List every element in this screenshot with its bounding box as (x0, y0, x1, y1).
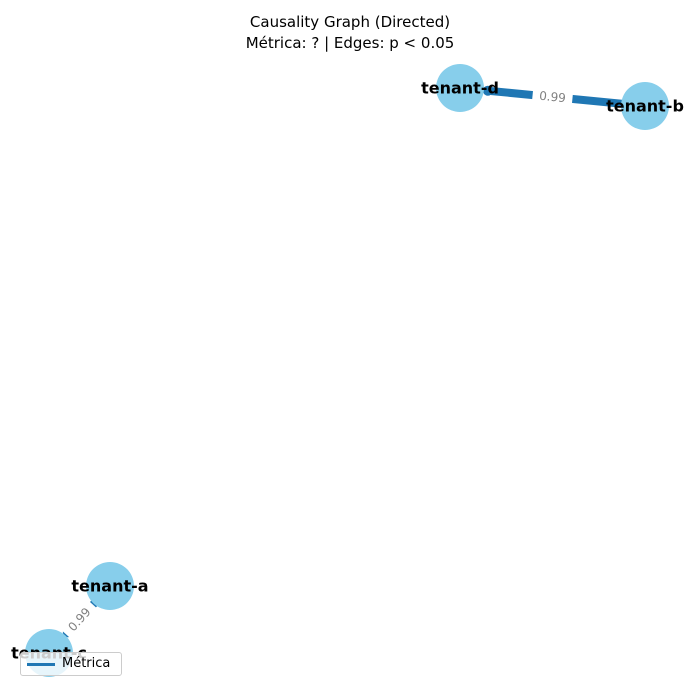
node-tenant-a (86, 562, 134, 610)
legend: Métrica (20, 652, 122, 676)
edge-weight-label-bg (59, 598, 100, 641)
node-tenant-b (621, 82, 669, 130)
edges-layer (62, 85, 646, 638)
edge-arrowhead (482, 85, 493, 96)
legend-line-swatch (27, 663, 55, 666)
node-label-tenant-a: tenant-a (71, 577, 148, 596)
edge-labels-layer: 0.990.99 (59, 86, 574, 641)
legend-label: Métrica (62, 656, 111, 671)
node-label-tenant-d: tenant-d (421, 79, 499, 98)
edge-weight-label: 0.99 (539, 89, 567, 106)
node-label-tenant-b: tenant-b (606, 97, 684, 116)
edge-weight-label-bg (531, 86, 574, 108)
node-tenant-d (436, 64, 484, 112)
title-line-1: Causality Graph (Directed) (249, 13, 451, 31)
graph-title: Causality Graph (Directed) Métrica: ? | … (0, 12, 700, 54)
title-line-2: Métrica: ? | Edges: p < 0.05 (245, 34, 455, 52)
edge-weight-label-group: 0.99 (531, 86, 574, 108)
